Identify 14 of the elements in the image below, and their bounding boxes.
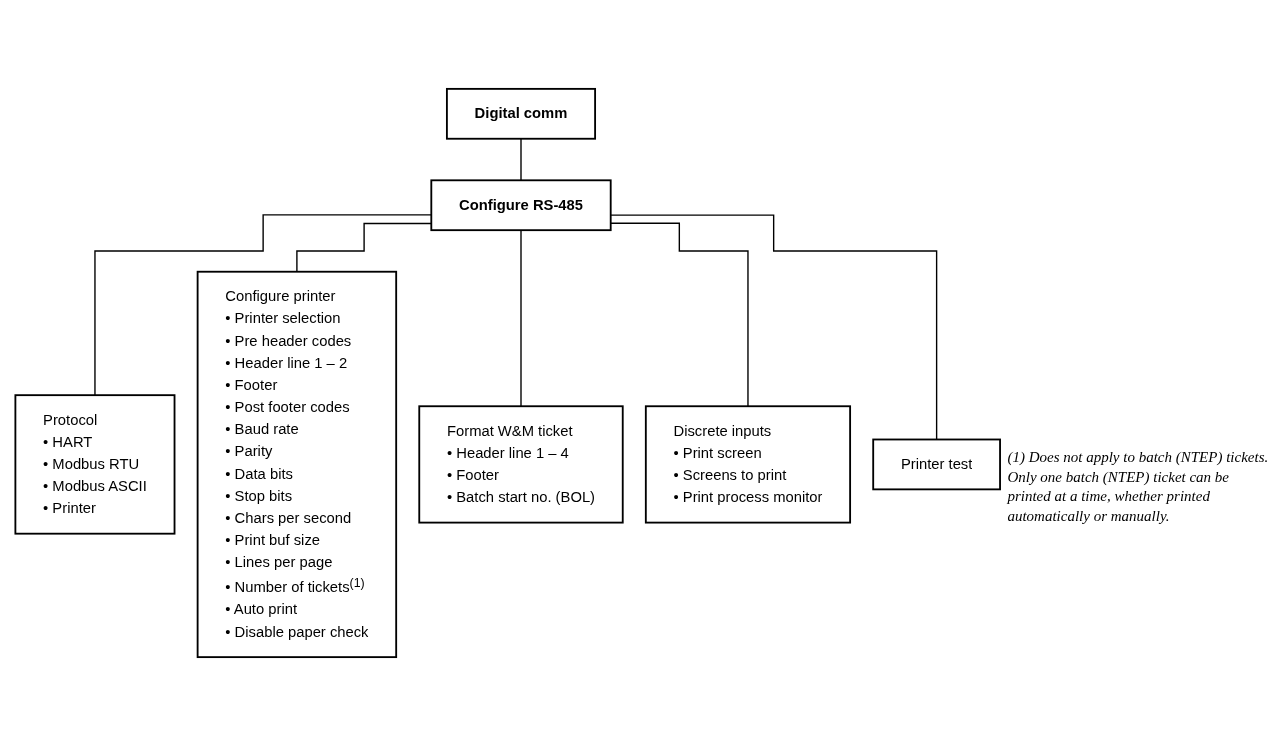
connector: [94, 214, 432, 396]
node-box: Printer test: [872, 438, 1001, 491]
node-box: Protocol • HART • Modbus RTU • Modbus ASCII • Printer: [14, 394, 176, 535]
connector: [610, 214, 938, 441]
node-box: Discrete inputs • Print screen • Screens to print • Print process monitor: [644, 405, 852, 524]
connector: [296, 222, 432, 273]
connector: [520, 229, 522, 407]
node-box: Configure printer • Printer selection • Pre header codes • Header line 1 – 2 • Footer • Post footer codes • Baud rate • Parity • Data bits • Stop bits • Chars per second • Print buf size • Lines per page • Number of tickets$^{(1)}$ • Auto print • Disable paper check: [196, 270, 398, 659]
footnote: (1) Does not apply to batch (NTEP) tickets. Only one batch (NTEP) ticket can be printed at a time, whether printed automatically or manually.: [1007, 448, 1270, 526]
connector: [610, 222, 749, 407]
node-box: Format W&M ticket • Header line 1 – 4 • Footer • Batch start no. (BOL): [418, 405, 624, 524]
node-box: Configure RS-485: [430, 179, 612, 232]
connector: [520, 138, 522, 181]
node-box: Digital comm: [446, 87, 597, 140]
